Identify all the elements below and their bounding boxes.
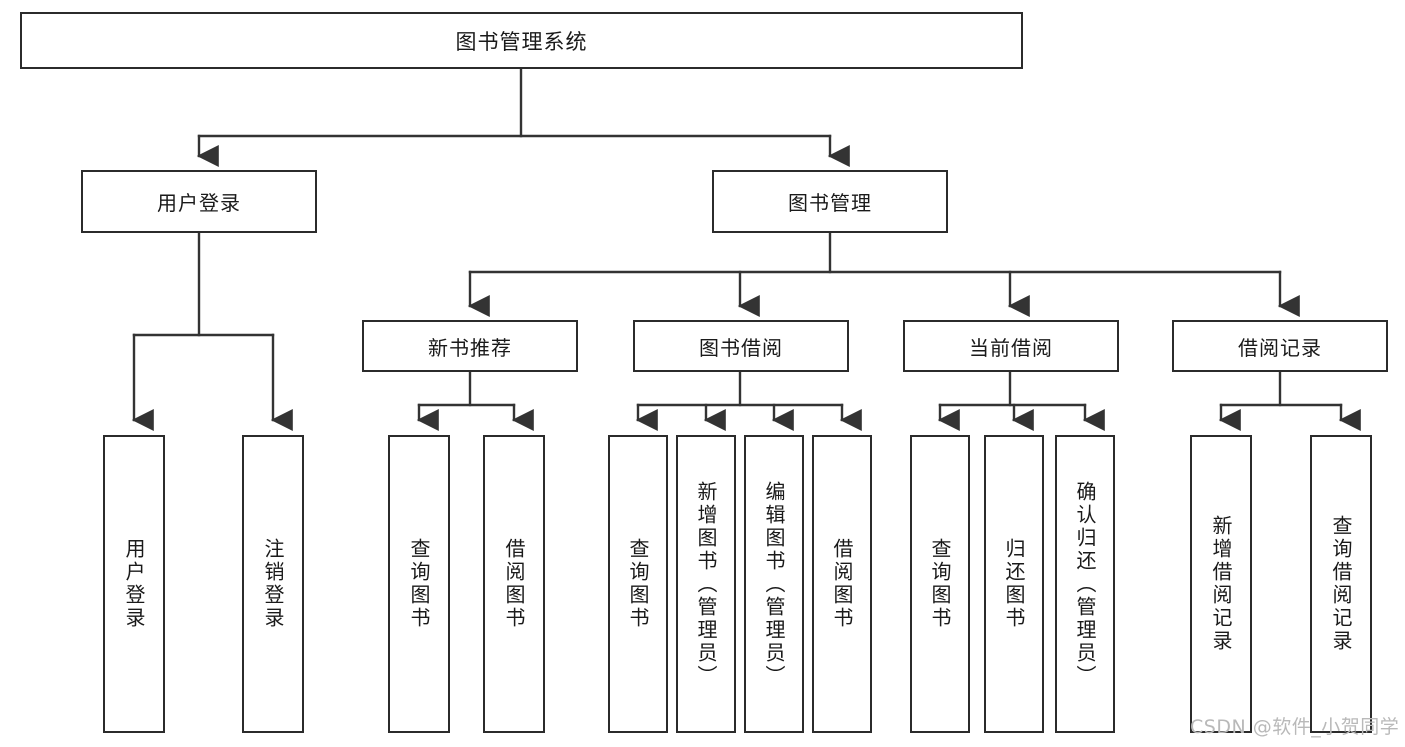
node-user-login-label: 用户登录 — [157, 191, 241, 215]
node-current-borrow[interactable]: 当前借阅 — [903, 320, 1119, 372]
node-leaf-query-book-3[interactable]: 查询图书 — [910, 435, 970, 733]
node-leaf-add-book-label: 新增图书（管理员） — [694, 480, 718, 688]
node-leaf-query-book-1[interactable]: 查询图书 — [388, 435, 450, 733]
node-new-book-recommend[interactable]: 新书推荐 — [362, 320, 578, 372]
node-current-borrow-label: 当前借阅 — [969, 335, 1053, 360]
csdn-watermark: CSDN @软件_小贺同学 — [1190, 716, 1400, 738]
node-leaf-add-record-label: 新增借阅记录 — [1209, 515, 1233, 653]
node-leaf-return-book[interactable]: 归还图书 — [984, 435, 1044, 733]
node-book-borrow-label: 图书借阅 — [699, 335, 783, 360]
node-leaf-borrow-book-1[interactable]: 借阅图书 — [483, 435, 545, 733]
node-leaf-query-book-2-label: 查询图书 — [626, 538, 650, 630]
node-root[interactable]: 图书管理系统 — [20, 12, 1023, 69]
node-leaf-borrow-book-2[interactable]: 借阅图书 — [812, 435, 872, 733]
node-leaf-user-login[interactable]: 用户登录 — [103, 435, 165, 733]
node-leaf-add-record[interactable]: 新增借阅记录 — [1190, 435, 1252, 733]
node-user-login[interactable]: 用户登录 — [81, 170, 317, 233]
node-book-manage-label: 图书管理 — [788, 191, 872, 215]
node-leaf-query-record-label: 查询借阅记录 — [1329, 515, 1353, 653]
node-leaf-query-book-3-label: 查询图书 — [928, 538, 952, 630]
node-leaf-edit-book-label: 编辑图书（管理员） — [762, 480, 786, 688]
node-leaf-query-record[interactable]: 查询借阅记录 — [1310, 435, 1372, 733]
node-leaf-confirm-return[interactable]: 确认归还（管理员） — [1055, 435, 1115, 733]
node-borrow-record[interactable]: 借阅记录 — [1172, 320, 1388, 372]
node-new-book-recommend-label: 新书推荐 — [428, 335, 512, 360]
node-leaf-user-login-label: 用户登录 — [122, 538, 146, 630]
node-book-borrow[interactable]: 图书借阅 — [633, 320, 849, 372]
node-leaf-borrow-book-2-label: 借阅图书 — [830, 538, 854, 630]
node-leaf-return-book-label: 归还图书 — [1002, 538, 1026, 630]
node-leaf-add-book[interactable]: 新增图书（管理员） — [676, 435, 736, 733]
node-leaf-logout[interactable]: 注销登录 — [242, 435, 304, 733]
node-root-label: 图书管理系统 — [455, 29, 588, 54]
node-leaf-confirm-return-label: 确认归还（管理员） — [1073, 480, 1097, 688]
node-leaf-query-book-2[interactable]: 查询图书 — [608, 435, 668, 733]
node-leaf-borrow-book-1-label: 借阅图书 — [502, 538, 526, 630]
node-leaf-logout-label: 注销登录 — [261, 538, 285, 630]
node-leaf-query-book-1-label: 查询图书 — [407, 538, 431, 630]
node-borrow-record-label: 借阅记录 — [1238, 335, 1322, 360]
node-leaf-edit-book[interactable]: 编辑图书（管理员） — [744, 435, 804, 733]
node-book-manage[interactable]: 图书管理 — [712, 170, 948, 233]
